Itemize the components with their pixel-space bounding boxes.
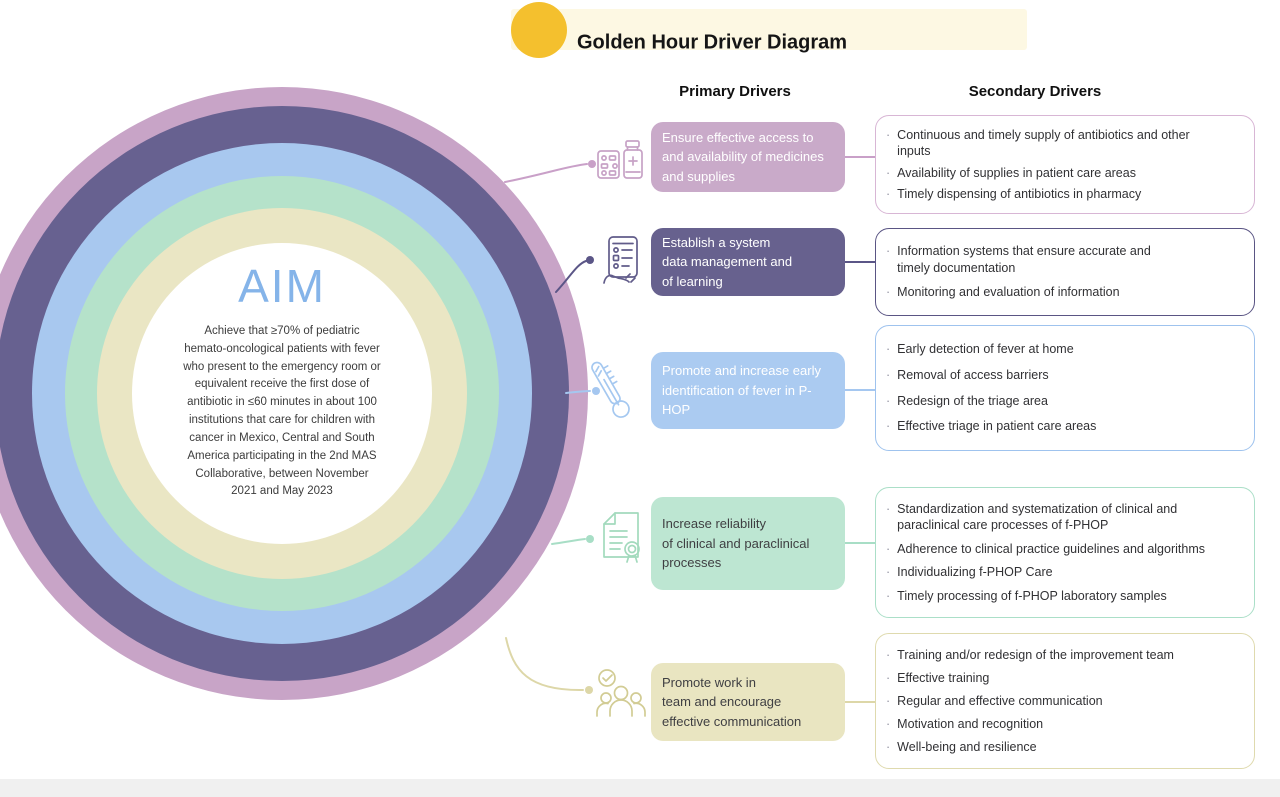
title-bar: Golden Hour Driver Diagram (511, 1, 1027, 58)
bullet-dot-icon: · (886, 670, 891, 685)
primary-driver-box: Increase reliability of clinical and par… (651, 497, 845, 590)
bullet-item: ·Motivation and recognition (886, 716, 1044, 731)
bullet-dot-icon: · (886, 393, 891, 408)
aim-label: AIM (238, 260, 326, 312)
primary-driver-box: Establish a system data management and o… (651, 228, 845, 296)
bullet-item: ·Well-being and resilience (886, 739, 1037, 754)
bullet-dot-icon: · (886, 342, 891, 357)
bottom-bar (0, 779, 1280, 797)
secondary-driver-box: ·Training and/or redesign of the improve… (875, 633, 1255, 769)
aim-rings: AIM Achieve that ≥70% of pediatric hemat… (0, 87, 588, 700)
bullet-item: ·Adherence to clinical practice guidelin… (886, 541, 1205, 556)
title-accent-circle-icon (511, 1, 567, 58)
bullet-item: ·Monitoring and evaluation of informatio… (886, 285, 1120, 300)
bullet-dot-icon: · (886, 367, 891, 382)
primary-driver-box: Promote and increase early identificatio… (651, 352, 845, 429)
bullet-item: ·Redesign of the triage area (886, 393, 1048, 408)
aim-content: AIM Achieve that ≥70% of pediatric hemat… (156, 263, 408, 501)
bullet-dot-icon: · (886, 716, 891, 731)
bullet-dot-icon: · (886, 127, 891, 142)
bullet-dot-icon: · (886, 693, 891, 708)
medicines-icon (596, 139, 644, 183)
secondary-driver-box: ·Continuous and timely supply of antibio… (875, 115, 1255, 214)
bullet-item: ·Continuous and timely supply of antibio… (886, 127, 1190, 159)
bullet-dot-icon: · (886, 647, 891, 662)
clinical-document-icon (596, 508, 648, 566)
bullet-dot-icon: · (886, 186, 891, 201)
aim-statement: Achieve that ≥70% of pediatric hemato-on… (183, 325, 381, 498)
bullet-item: ·Training and/or redesign of the improve… (886, 647, 1174, 662)
bullet-dot-icon: · (886, 419, 891, 434)
bullet-dot-icon: · (886, 285, 891, 300)
thermometer-icon (579, 353, 641, 428)
bullet-item: ·Timely processing of f-PHOP laboratory … (886, 588, 1167, 603)
bullet-dot-icon: · (886, 501, 891, 516)
bullet-dot-icon: · (886, 244, 891, 259)
primary-drivers-header: Primary Drivers (679, 83, 791, 100)
bullet-item: ·Removal of access barriers (886, 367, 1049, 382)
bullet-item: ·Early detection of fever at home (886, 342, 1074, 357)
connector-dot-1 (588, 160, 596, 168)
secondary-driver-box: ·Information systems that ensure accurat… (875, 228, 1255, 316)
secondary-driver-box: ·Early detection of fever at home ·Remov… (875, 325, 1255, 451)
bullet-item: ·Availability of supplies in patient car… (886, 165, 1136, 180)
primary-driver-box: Promote work in team and encourage effec… (651, 663, 845, 741)
bullet-dot-icon: · (886, 565, 891, 580)
bullet-dot-icon: · (886, 541, 891, 556)
bullet-item: ·Regular and effective communication (886, 693, 1103, 708)
bullet-item: ·Timely dispensing of antibiotics in pha… (886, 186, 1142, 201)
secondary-driver-box: ·Standardization and systematization of … (875, 487, 1255, 618)
bullet-item: ·Individualizing f-PHOP Care (886, 565, 1053, 580)
bullet-item: ·Standardization and systematization of … (886, 501, 1178, 533)
bullet-dot-icon: · (886, 588, 891, 603)
bullet-item: ·Effective triage in patient care areas (886, 419, 1097, 434)
bullet-dot-icon: · (886, 165, 891, 180)
aim-ring-center (132, 243, 432, 544)
data-system-icon (596, 234, 646, 290)
primary-driver-box: Ensure effective access to and availabil… (651, 122, 845, 192)
page-title: Golden Hour Driver Diagram (577, 31, 848, 54)
bullet-item: ·Effective training (886, 670, 990, 685)
bullet-dot-icon: · (886, 739, 891, 754)
secondary-drivers-header: Secondary Drivers (968, 83, 1102, 100)
bullet-item: ·Information systems that ensure accurat… (886, 244, 1151, 275)
teamwork-icon (592, 666, 650, 722)
